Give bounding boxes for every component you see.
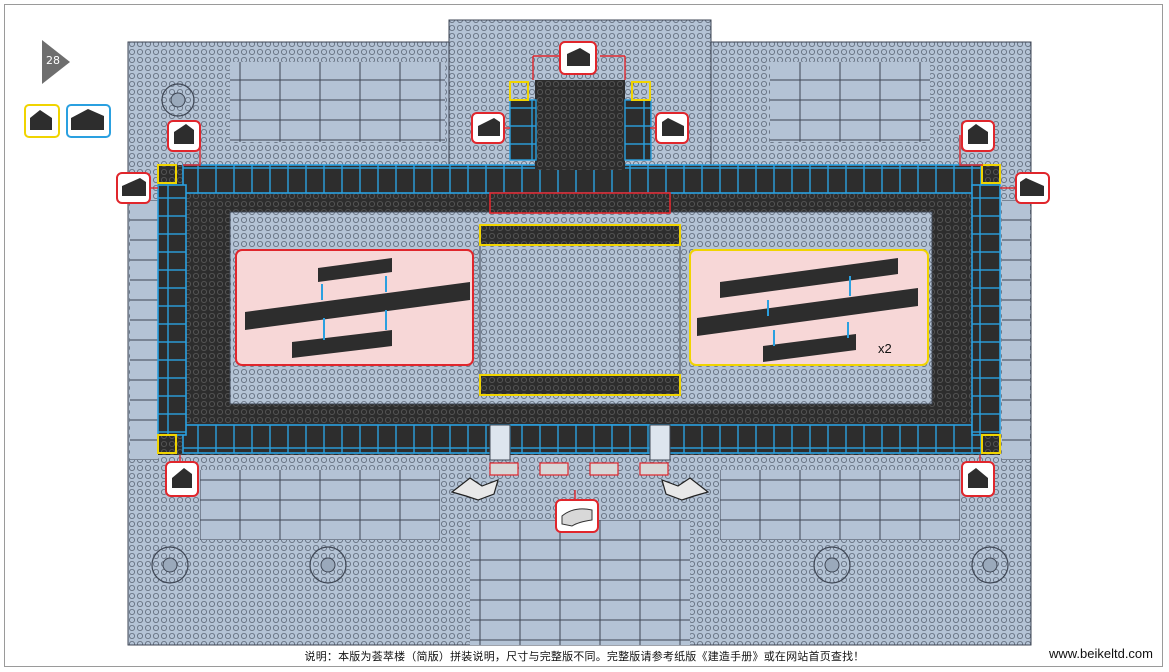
callout-icons — [116, 41, 1050, 533]
gate-bricks — [509, 424, 651, 454]
assembly-callout-left — [235, 249, 474, 366]
red-small-bricks — [489, 462, 669, 476]
plate-assembly-left — [245, 258, 470, 358]
tower-col-right — [624, 99, 652, 161]
callout-corner-top-left — [167, 120, 201, 152]
callout-side-right — [1015, 172, 1050, 204]
yellow-plate-bottom — [479, 374, 681, 396]
page-frame — [4, 4, 1163, 667]
dragon-ornament-icon — [450, 477, 710, 501]
callout-corner-bottom-left — [165, 461, 199, 497]
footer-note: 说明：本版为荟萃楼（简版）拼装说明，尺寸与完整版不同。完整版请参考纸版《建造手册… — [0, 646, 1169, 666]
plate-assembly-right — [697, 258, 918, 362]
callout-corner-top-right — [961, 120, 995, 152]
gate-light-right — [649, 424, 671, 461]
callout-tower-top — [559, 41, 597, 75]
corner-yellow-markers — [157, 81, 1001, 454]
callout-tower-right — [655, 112, 689, 144]
tile-area-bottom-left — [200, 470, 440, 540]
callout-connectors — [150, 55, 1016, 500]
brick-col-left — [157, 184, 187, 436]
tile-area-left-side — [130, 200, 158, 460]
callout-corner-bottom-right — [961, 461, 995, 497]
tile-area-right-top — [770, 62, 930, 142]
tile-area-bottom-right — [720, 470, 960, 540]
tower-col-left — [509, 99, 537, 161]
step-number: 28 — [46, 54, 60, 67]
red-plate-top — [489, 192, 671, 214]
center-panel — [479, 244, 681, 376]
callout-curved-slope — [555, 499, 599, 533]
quantity-label: x2 — [878, 341, 892, 356]
parts-box-yellow — [24, 104, 60, 138]
tile-area-right-side — [1002, 200, 1030, 460]
tile-area-left-top — [230, 62, 445, 142]
callout-tower-left — [471, 112, 505, 144]
parts-box-blue — [66, 104, 111, 138]
footer-note-text: 说明：本版为荟萃楼（简版）拼装说明，尺寸与完整版不同。完整版请参考纸版《建造手册… — [304, 650, 865, 663]
step-arrow-icon — [42, 40, 70, 84]
gate-light-left — [489, 424, 511, 461]
brick-col-right — [971, 184, 1001, 436]
round-plate-decor — [151, 83, 1009, 584]
tower-bricks — [535, 80, 625, 170]
website-link[interactable]: www.beikeltd.com — [1048, 646, 1153, 661]
tile-area-bottom-center — [470, 520, 690, 645]
callout-side-left — [116, 172, 151, 204]
assembly-callout-right — [689, 249, 929, 366]
yellow-plate-top — [479, 224, 681, 246]
